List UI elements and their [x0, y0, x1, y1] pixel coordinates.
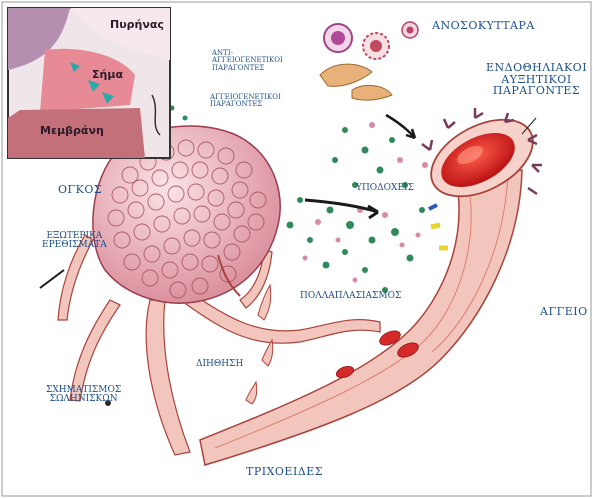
anti-angiogenic-factors-label: ΑΝΤΙ- ΑΓΓΕΙΟΓΕΝΕΤΙΚΟΙ ΠΑΡΑΓΟΝΤΕΣ — [212, 50, 283, 72]
migration-label: ΔΙΗΘΗΣΗ — [196, 360, 243, 369]
inset-nucleus-label: Πυρήνας — [110, 18, 164, 31]
tumor-label: ΟΓΚΟΣ — [58, 184, 102, 196]
endothelial-line-1: ΕΝΔΟΘΗΛΙΑΚΟΙ — [486, 62, 587, 74]
receptors-label: ΥΠΟΔΟΧΕΙΣ — [356, 184, 414, 193]
inset-membrane-label: Μεμβράνη — [40, 124, 104, 137]
vessel-label: ΑΓΓΕΙΟ — [540, 306, 588, 318]
immune-cells — [320, 22, 418, 100]
tube-formation-label: ΣΧΗΜΑΤΙΣΜΟΣ ΣΩΛΗΝΙΣΚΩΝ — [46, 386, 121, 405]
angiogenic-factors-label: ΑΓΓΕΙΟΓΕΝΕΤΙΚΟΙ ΠΑΡΑΓΟΝΤΕΣ — [210, 94, 281, 109]
endothelial-line-3: ΠΑΡΑΓΟΝΤΕΣ — [486, 85, 587, 97]
external-line-2: ΕΡΕΘΙΣΜΑΤΑ — [42, 241, 107, 250]
tube-line-2: ΣΩΛΗΝΙΣΚΩΝ — [46, 395, 121, 404]
angio-factors-line-2: ΠΑΡΑΓΟΝΤΕΣ — [210, 101, 281, 108]
external-stimuli-label: ΕΞΩΤΕΡΙΚΑ ΕΡΕΘΙΣΜΑΤΑ — [42, 232, 107, 251]
anti-factors-line-3: ΠΑΡΑΓΟΝΤΕΣ — [212, 65, 283, 72]
capillaries-label: ΤΡΙΧΟΕΙΔΕΣ — [246, 466, 323, 478]
endothelial-growth-factors-label: ΕΝΔΟΘΗΛΙΑΚΟΙ ΑΥΞΗΤΙΚΟΙ ΠΑΡΑΓΟΝΤΕΣ — [486, 62, 587, 97]
inset-signal-label: Σήμα — [92, 68, 123, 81]
proliferation-label: ΠΟΛΛΑΠΛΑΣΙΑΣΜΟΣ — [300, 292, 401, 301]
immune-cells-label: ΑΝΟΣΟΚΥΤΤΑΡΑ — [432, 20, 535, 32]
